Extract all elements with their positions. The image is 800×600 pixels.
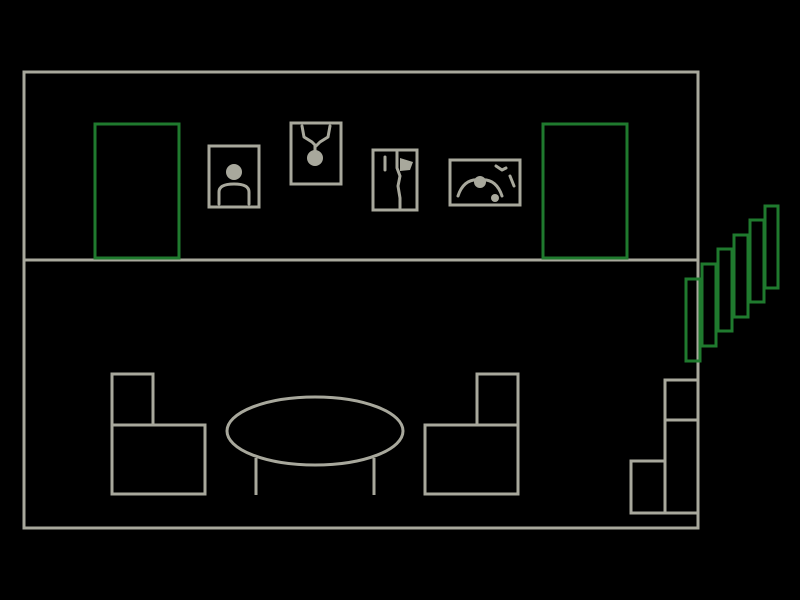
landscape-painting-frame — [448, 158, 522, 207]
stair-step[interactable] — [732, 233, 750, 319]
portrait-body-icon — [217, 182, 251, 206]
left-armchair-seat — [110, 423, 207, 496]
pendant-chain-icon — [300, 124, 332, 148]
portrait-painting-frame — [207, 144, 261, 209]
crate-left — [629, 459, 667, 515]
outer-wall — [22, 70, 700, 530]
portrait-head-icon — [226, 164, 242, 180]
pendant-painting[interactable] — [289, 121, 343, 186]
oval-table[interactable] — [225, 395, 405, 495]
stair-step[interactable] — [748, 218, 766, 304]
cliff-painting-frame — [371, 148, 419, 212]
landscape-painting[interactable] — [448, 158, 522, 207]
crate-middle — [663, 418, 700, 515]
building — [22, 70, 700, 530]
staircase — [684, 204, 780, 363]
landscape-bird-icon — [494, 164, 508, 172]
stair-step[interactable] — [700, 262, 718, 348]
cliff-painting[interactable] — [371, 148, 419, 212]
crates[interactable] — [629, 378, 700, 515]
landscape-rock-icon — [491, 194, 499, 202]
portrait-painting[interactable] — [207, 144, 261, 209]
stair-step[interactable] — [684, 277, 702, 363]
pendant-painting-frame — [289, 121, 343, 186]
cliff-flag-icon — [400, 158, 413, 171]
pendant-gem-icon — [307, 150, 323, 166]
right-armchair-back — [475, 372, 520, 427]
stair-step[interactable] — [763, 204, 780, 290]
left-door[interactable] — [93, 122, 181, 260]
right-armchair[interactable] — [423, 372, 520, 496]
landscape-sun-icon — [474, 176, 486, 188]
left-armchair[interactable] — [110, 372, 207, 496]
right-armchair-seat — [423, 423, 520, 496]
landscape-mark-icon — [508, 174, 516, 188]
right-door[interactable] — [541, 122, 629, 260]
crate-top — [663, 378, 700, 422]
oval-table-top — [225, 395, 405, 467]
cliff-edge-icon — [395, 150, 402, 210]
left-armchair-back — [110, 372, 155, 427]
stair-step[interactable] — [716, 247, 734, 333]
